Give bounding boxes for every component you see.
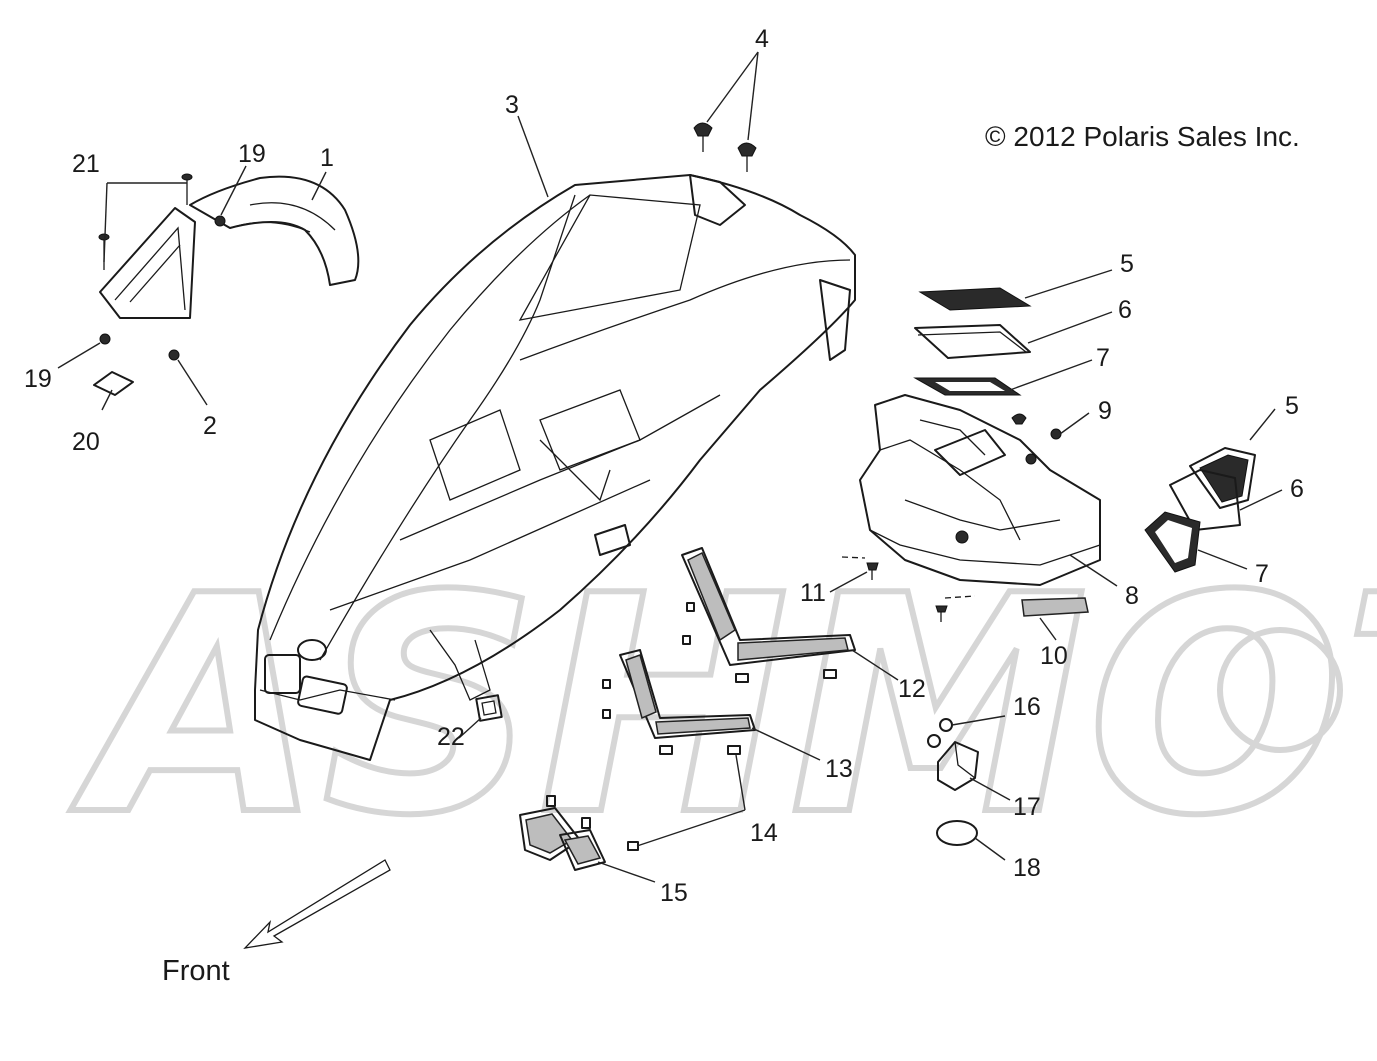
callout-6-upper[interactable]: 6 (1118, 296, 1132, 324)
part-15-front-grilles[interactable] (519, 807, 606, 871)
callout-18[interactable]: 18 (1013, 854, 1041, 882)
callout-17[interactable]: 17 (1013, 793, 1041, 821)
callout-4[interactable]: 4 (755, 25, 769, 53)
nut-icon (1050, 428, 1062, 440)
part-5-vent-grille-right[interactable] (1189, 447, 1256, 509)
callout-7-right[interactable]: 7 (1255, 560, 1269, 588)
leader-lines (57, 51, 1283, 883)
part-7-vent-seal-right[interactable] (1144, 511, 1201, 573)
callout-1[interactable]: 1 (320, 144, 334, 172)
callout-10[interactable]: 10 (1040, 642, 1068, 670)
part-18-o-ring[interactable] (936, 820, 978, 846)
part-6-vent-frame-upper[interactable] (914, 324, 1031, 359)
callout-22[interactable]: 22 (437, 723, 465, 751)
watermark: ASHMOTO (64, 529, 1377, 884)
callout-11[interactable]: 11 (800, 579, 826, 607)
callout-7-upper[interactable]: 7 (1096, 344, 1110, 372)
front-direction-arrow-icon (243, 859, 391, 949)
part-14-clips[interactable] (546, 795, 639, 851)
part-11-screws[interactable] (841, 556, 948, 622)
callout-16[interactable]: 16 (1013, 693, 1041, 721)
part-17-bracket[interactable] (937, 741, 979, 791)
clip-icon (168, 349, 180, 361)
callout-labels: 1 2 3 4 5 5 6 6 7 7 8 9 10 11 12 13 14 1… (24, 25, 1304, 907)
grommet-icon (214, 215, 226, 227)
grommet-icon (99, 333, 111, 345)
callout-12[interactable]: 12 (898, 675, 926, 703)
part-3-hood[interactable] (254, 174, 856, 761)
part-4-fasteners[interactable] (693, 122, 757, 172)
watermark-text: ASHMOTO (67, 532, 1377, 881)
part-1-intake-duct[interactable] (189, 175, 360, 286)
callout-3[interactable]: 3 (505, 91, 519, 119)
copyright-text: © 2012 Polaris Sales Inc. (985, 121, 1300, 152)
callout-19-upper[interactable]: 19 (238, 140, 266, 168)
part-21-screws[interactable] (98, 173, 193, 270)
callout-14[interactable]: 14 (750, 819, 778, 847)
callout-9[interactable]: 9 (1098, 397, 1112, 425)
part-7-vent-seal-upper[interactable] (913, 377, 1022, 396)
part-19-duct-bracket[interactable] (99, 207, 226, 361)
part-20-decal[interactable] (93, 371, 134, 396)
part-8-air-box[interactable] (859, 394, 1101, 586)
callout-19-lower[interactable]: 19 (24, 365, 52, 393)
callout-5-right[interactable]: 5 (1285, 392, 1299, 420)
part-12-side-grille[interactable] (681, 547, 856, 683)
part-22-clip[interactable] (475, 694, 503, 722)
callout-5-upper[interactable]: 5 (1120, 250, 1134, 278)
part-5-vent-grille-upper[interactable] (918, 287, 1032, 311)
callout-2[interactable]: 2 (203, 412, 217, 440)
part-13-side-grille-lower[interactable] (602, 649, 756, 755)
part-10-decal-strip[interactable] (944, 595, 1089, 617)
watermark-wheel-icon (1217, 627, 1343, 753)
callout-8[interactable]: 8 (1125, 582, 1139, 610)
part-9-nut[interactable] (1011, 413, 1062, 465)
callout-15[interactable]: 15 (660, 879, 688, 907)
callout-21[interactable]: 21 (72, 150, 100, 178)
callout-13[interactable]: 13 (825, 755, 853, 783)
callout-6-right[interactable]: 6 (1290, 475, 1304, 503)
front-label: Front (162, 955, 230, 987)
callout-20[interactable]: 20 (72, 428, 100, 456)
